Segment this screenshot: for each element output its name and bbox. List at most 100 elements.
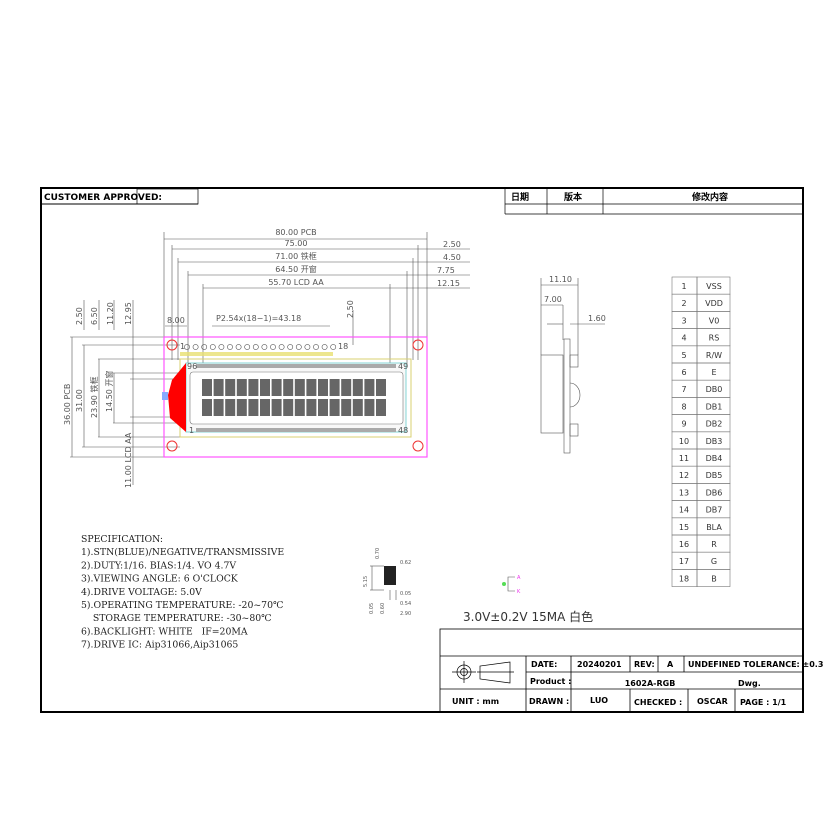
dim-pcb-height: 36.00 PCB — [63, 384, 72, 425]
pin-number: 17 — [679, 557, 689, 566]
pin — [278, 344, 285, 350]
projection-symbol-icon — [452, 661, 514, 684]
dot-dim: 2.90 — [400, 611, 411, 617]
dot-dim: 5.15 — [363, 576, 369, 587]
pin-name: DB5 — [706, 471, 723, 480]
pin — [218, 344, 225, 350]
character-cell — [329, 399, 340, 416]
character-cell — [202, 399, 212, 416]
dot-dim: 0.54 — [400, 601, 411, 607]
glass-label: 96 — [187, 362, 197, 371]
dim-side-pcb: 1.60 — [588, 314, 606, 323]
dim-side-body: 7.00 — [544, 295, 562, 304]
character-cell — [318, 379, 328, 396]
revision-version-header: 版本 — [563, 191, 583, 203]
anode-label: A — [517, 575, 521, 581]
pin-number: 13 — [679, 488, 689, 497]
unit-label: UNIT : mm — [452, 697, 499, 706]
character-cell — [283, 379, 294, 396]
dim-right-offset: 7.75 — [437, 266, 455, 275]
spec-line: 7).DRIVE IC: Aip31066,Aip31065 — [81, 640, 238, 651]
character-cell — [376, 379, 386, 396]
pin — [227, 344, 233, 350]
pin-name-cell — [696, 569, 731, 587]
pin-number: 11 — [679, 454, 689, 463]
product-label: Product : — [530, 677, 571, 686]
dim-lcd-aa-width: 55.70 LCD AA — [268, 278, 324, 287]
spec-line: SPECIFICATION: — [81, 534, 163, 545]
pin-name: B — [711, 574, 717, 583]
backlight-led — [168, 363, 186, 432]
pin-name: BLA — [706, 523, 722, 532]
mounting-hole — [166, 339, 178, 351]
character-cell — [225, 379, 236, 396]
dim-top-left: 11.20 — [106, 302, 115, 325]
character-cell — [294, 379, 305, 396]
pin — [252, 344, 259, 350]
character-cell — [271, 379, 282, 396]
character-cell — [248, 379, 259, 396]
dim-pin-top: 2.50 — [346, 300, 355, 318]
dim-right-offset: 12.15 — [437, 279, 460, 288]
pin-header — [184, 344, 337, 350]
horizontal-dimension-lines — [163, 232, 470, 378]
pin-name: DB3 — [706, 437, 723, 446]
checked-label: CHECKED : — [634, 698, 682, 707]
pin-name: R/W — [706, 351, 722, 360]
pin-name: DB4 — [706, 454, 723, 463]
dot-dim: 0.60 — [380, 603, 386, 614]
pin1-label: 1 — [180, 342, 185, 351]
character-cell — [306, 399, 317, 416]
customer-approved-label: CUSTOMER APPROVED: — [44, 193, 162, 203]
spec-line: 4).DRIVE VOLTAGE: 5.0V — [81, 587, 202, 598]
glass-label: 48 — [398, 426, 408, 435]
spec-line: 2).DUTY:1/16. BIAS:1/4. VO 4.7V — [81, 560, 236, 571]
led-icon — [502, 582, 506, 586]
dim-pin-pitch: P2.54x(18−1)=43.18 — [216, 314, 301, 323]
character-cell — [260, 399, 270, 416]
rev-value: A — [667, 660, 674, 669]
pin-name: DB1 — [706, 402, 723, 411]
character-cell — [376, 399, 386, 416]
pin-number: 16 — [679, 540, 689, 549]
character-cell — [283, 399, 294, 416]
character-cell — [341, 399, 352, 416]
dim-frame-outer: 75.00 — [285, 239, 308, 248]
backlight-led-symbol: A K — [502, 575, 521, 595]
rev-label: REV: — [634, 660, 655, 669]
dim-right-offset: 4.50 — [443, 253, 461, 262]
drawn-value: LUO — [590, 696, 608, 705]
pin — [304, 344, 311, 350]
page-label: PAGE : 1/1 — [740, 698, 787, 707]
character-cell — [294, 399, 305, 416]
pin — [209, 344, 216, 350]
glass-contacts-top — [196, 364, 396, 368]
pin-number: 15 — [679, 523, 689, 532]
dot-dim: 0.05 — [369, 603, 375, 614]
pin-name: DB2 — [706, 420, 723, 429]
pin-name: VSS — [706, 282, 722, 291]
character-cell — [306, 379, 317, 396]
title-block — [439, 628, 804, 713]
character-cell — [318, 399, 328, 416]
dim-top-left: 2.50 — [75, 307, 84, 325]
pin-number: 14 — [679, 506, 689, 515]
pin — [330, 344, 337, 350]
drawn-label: DRAWN : — [529, 697, 569, 706]
pin — [270, 344, 276, 350]
pin-name: DB0 — [706, 385, 723, 394]
backlight-spec: 3.0V±0.2V 15MA 白色 — [463, 609, 593, 624]
specification-block: SPECIFICATION: 1).STN(BLUE)/NEGATIVE/TRAN… — [81, 534, 284, 651]
pin — [192, 344, 199, 350]
character-cell — [341, 379, 352, 396]
dim-window-width: 64.50 开窗 — [275, 264, 316, 274]
pin-number: 1 — [681, 282, 686, 291]
glass-label: 1 — [189, 426, 194, 435]
pin-number: 6 — [681, 368, 686, 377]
spec-line: 1).STN(BLUE)/NEGATIVE/TRANSMISSIVE — [81, 547, 284, 558]
dim-side-total: 11.10 — [549, 275, 572, 284]
revision-changes-header: 修改内容 — [691, 191, 728, 203]
character-cell — [213, 399, 224, 416]
pin — [321, 344, 328, 350]
